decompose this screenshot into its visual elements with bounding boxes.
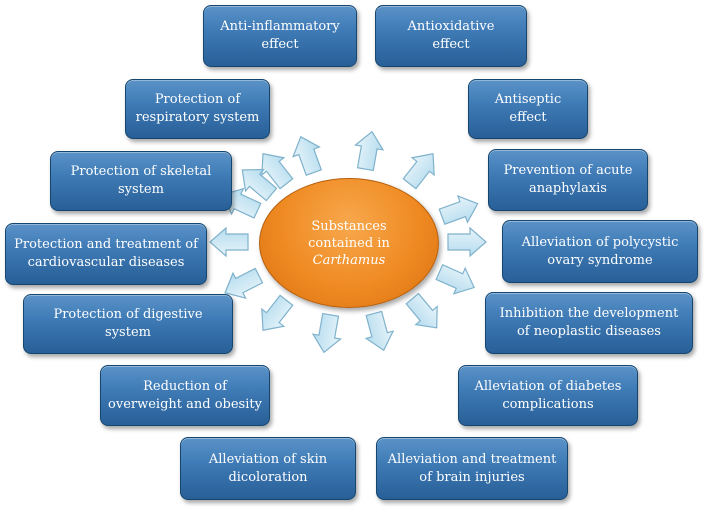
- effect-label-line2: of brain injuries: [419, 469, 525, 485]
- center-label-line1: Substances: [311, 218, 387, 234]
- arrow-icon: [261, 153, 294, 190]
- effect-box-anti-inflammatory: Anti-inflammatory effect: [203, 5, 357, 67]
- effect-label-line2: system: [105, 325, 151, 340]
- effect-label-line2: respiratory system: [135, 110, 260, 125]
- arrow-icon: [224, 267, 264, 299]
- arrow-icon: [209, 226, 249, 258]
- effect-label-line1: Alleviation and treatment: [387, 451, 557, 467]
- effect-label-line2: effect: [261, 37, 299, 52]
- effect-box-skeletal: Protection of skeletal system: [50, 151, 232, 211]
- arrow-icon: [241, 168, 278, 202]
- effect-label-line1: Prevention of acute: [503, 163, 633, 178]
- arrow-icon: [311, 312, 342, 354]
- arrow-icon: [438, 194, 479, 225]
- effect-label-line2: of neoplastic diseases: [516, 324, 661, 339]
- central-node: Substances contained in Carthamus: [259, 178, 439, 308]
- effect-label-line2: cardiovascular diseases: [27, 255, 185, 270]
- effect-label-line2: system: [118, 182, 164, 197]
- effect-box-neoplastic: Inhibition the development of neoplastic …: [485, 292, 693, 354]
- effect-box-antiseptic: Antiseptic effect: [468, 79, 588, 139]
- arrow-icon: [364, 310, 395, 352]
- arrow-icon: [447, 226, 487, 258]
- effect-box-respiratory: Protection of respiratory system: [125, 79, 270, 139]
- effect-label-line2: anaphylaxis: [529, 181, 607, 196]
- effect-label-line1: Protection and treatment of: [14, 237, 198, 252]
- effect-label-line1: Antiseptic: [494, 92, 562, 107]
- effect-box-anaphylaxis: Prevention of acute anaphylaxis: [488, 149, 648, 211]
- effect-label-line1: Protection of skeletal: [70, 164, 212, 179]
- effect-label-line2: dicoloration: [228, 469, 308, 485]
- arrow-icon: [435, 263, 475, 295]
- arrow-icon: [222, 187, 262, 219]
- arrow-icon: [354, 130, 385, 172]
- effect-label-line2: effect: [509, 110, 547, 125]
- arrow-icon: [405, 292, 438, 329]
- arrow-icon: [292, 135, 323, 177]
- effect-label-line1: Protection of digestive: [53, 307, 203, 322]
- effect-box-diabetes: Alleviation of diabetes complications: [458, 365, 638, 426]
- effect-label-line2: ovary syndrome: [547, 252, 653, 268]
- effect-label-line1: Antioxidative: [407, 19, 495, 34]
- effect-box-antioxidative: Antioxidative effect: [375, 5, 527, 67]
- effect-label-line1: Protection of: [154, 92, 241, 107]
- effect-label-line1: Alleviation of polycystic: [521, 234, 679, 250]
- effect-box-cardiovascular: Protection and treatment of cardiovascula…: [5, 223, 207, 285]
- center-label-line3: Carthamus: [312, 252, 386, 268]
- effect-label-line2: complications: [502, 396, 594, 412]
- effect-label-line1: Reduction of: [143, 378, 227, 394]
- effect-label-line1: Inhibition the development: [499, 306, 679, 321]
- effect-label-line1: Anti-inflammatory: [220, 19, 340, 34]
- effect-label-line2: overweight and obesity: [108, 396, 262, 412]
- effect-label-line1: Alleviation of skin: [208, 451, 328, 467]
- effect-box-skin: Alleviation of skin dicoloration: [180, 437, 356, 500]
- center-label-line2: contained in: [308, 235, 390, 251]
- effect-box-brain: Alleviation and treatment of brain injuri…: [376, 437, 568, 500]
- effect-box-obesity: Reduction of overweight and obesity: [100, 365, 270, 426]
- arrow-icon: [402, 153, 435, 190]
- effect-box-digestive: Protection of digestive system: [23, 294, 233, 354]
- effect-box-polycystic-ovary: Alleviation of polycystic ovary syndrome: [502, 220, 698, 283]
- effect-label-line1: Alleviation of diabetes: [474, 378, 622, 394]
- effect-label-line2: effect: [432, 37, 470, 52]
- arrow-icon: [261, 294, 294, 331]
